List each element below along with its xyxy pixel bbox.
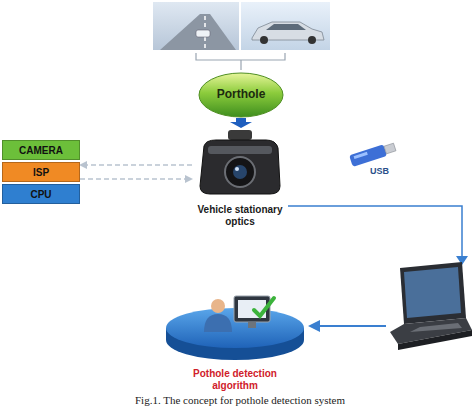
figure-caption: Fig.1. The concept for pothole detection… [60, 394, 420, 406]
disk-icon [160, 288, 310, 364]
usb-wire [288, 206, 462, 258]
connector [80, 165, 192, 166]
laptop [390, 262, 472, 350]
cpu-box: CPU [2, 184, 80, 204]
part-label: USB [370, 166, 389, 176]
isp-box: ISP [2, 162, 80, 182]
car-photo [241, 2, 330, 50]
porthole-ellipse: Porthole [198, 72, 284, 118]
dashcam-node: Vehicle stationary optics [192, 128, 288, 236]
node-text: Porthole [198, 87, 284, 101]
dashcam-icon [192, 128, 288, 202]
algorithm-disk: Pothole detection algorithm [160, 288, 310, 394]
node-text: Pothole detection algorithm [170, 368, 300, 392]
flow-arrow-head [308, 320, 320, 332]
road-photo [153, 2, 239, 50]
flow-arrow [318, 325, 386, 327]
node-text: CPU [3, 185, 79, 205]
usb-stick [349, 141, 396, 167]
node-text: Vehicle stationary optics [192, 204, 288, 228]
connector [80, 179, 192, 180]
node-text: ISP [3, 163, 79, 183]
camera-box: CAMERA [2, 140, 80, 160]
node-text: CAMERA [3, 141, 79, 161]
bracket [196, 53, 285, 70]
connector [230, 118, 252, 128]
